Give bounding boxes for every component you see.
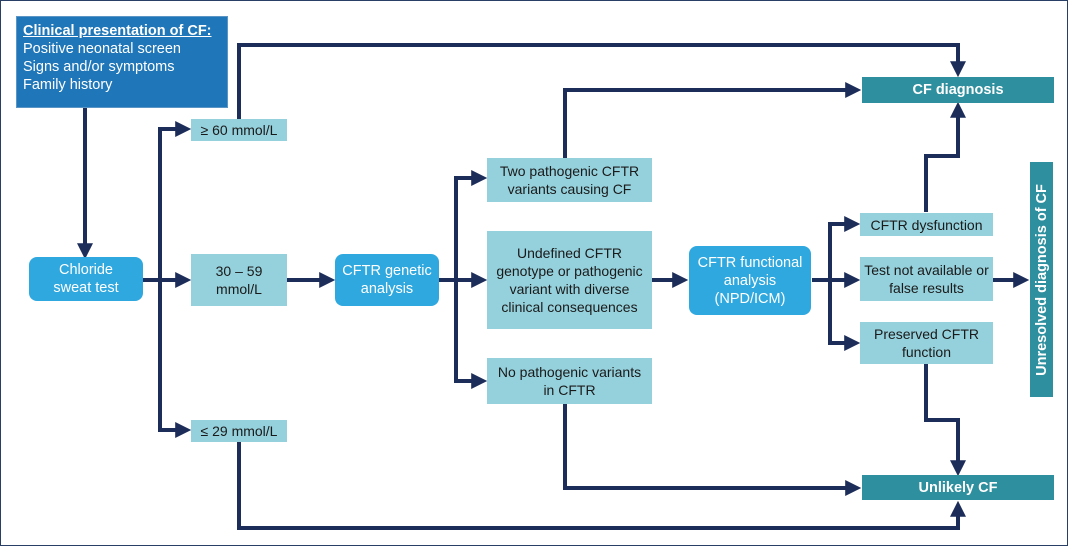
no-variants-label: No pathogenic variants in CFTR <box>497 364 642 398</box>
test-not-available-label: Test not available or false results <box>864 262 989 296</box>
result-low-label: ≤ 29 mmol/L <box>200 423 278 439</box>
arrow-functional-to-preserved <box>828 280 861 351</box>
unlikely-cf-box: Unlikely CF <box>862 475 1054 500</box>
arrow-dysfunction-to-cf-diagnosis <box>924 101 966 212</box>
cftr-dysfunction-label: CFTR dysfunction <box>870 216 983 233</box>
result-high-box: ≥ 60 mmol/L <box>191 119 287 141</box>
arrow-genetic-to-none <box>454 280 488 389</box>
undefined-genotype-box: Undefined CFTR genotype or pathogenic va… <box>487 231 652 329</box>
arrow-branch-high <box>158 121 192 280</box>
two-variants-label: Two pathogenic CFTR variants causing CF <box>499 163 640 197</box>
cf-diagnosis-box: CF diagnosis <box>862 77 1054 103</box>
chloride-sweat-test-box: Chloride sweat test <box>29 257 143 301</box>
arrow-low-to-unlikely <box>237 440 966 530</box>
cftr-functional-analysis-label: CFTR functional analysis (NPD/ICM) <box>697 254 803 307</box>
cftr-genetic-analysis-label: CFTR genetic analysis <box>342 263 432 297</box>
unlikely-cf-label: Unlikely CF <box>918 479 998 496</box>
chloride-sweat-test-label: Chloride sweat test <box>53 262 119 296</box>
preserved-function-box: Preserved CFTR function <box>860 322 993 364</box>
arrow-preserved-to-unlikely <box>924 364 966 477</box>
presentation-item: Positive neonatal screen <box>23 41 181 57</box>
unresolved-diagnosis-label: Unresolved diagnosis of CF <box>1033 183 1050 376</box>
clinical-presentation-box: Clinical presentation of CF: Positive ne… <box>16 16 228 108</box>
cftr-genetic-analysis-box: CFTR genetic analysis <box>335 254 439 306</box>
result-high-label: ≥ 60 mmol/L <box>200 122 278 138</box>
undefined-genotype-label: Undefined CFTR genotype or pathogenic va… <box>496 245 643 315</box>
two-variants-box: Two pathogenic CFTR variants causing CF <box>487 158 652 202</box>
arrow-high-to-cf-diagnosis <box>237 43 966 120</box>
presentation-item: Family history <box>23 77 113 93</box>
cf-diagnosis-label: CF diagnosis <box>912 82 1004 98</box>
arrow-functional-to-dysfunction <box>828 216 861 280</box>
preserved-function-label: Preserved CFTR function <box>873 326 980 360</box>
arrow-none-to-unlikely <box>563 404 862 496</box>
arrow-two-variants-to-cf-diagnosis <box>563 82 862 158</box>
no-variants-box: No pathogenic variants in CFTR <box>487 358 652 404</box>
result-low-box: ≤ 29 mmol/L <box>191 420 287 442</box>
result-intermediate-label: 30 – 59 mmol/L <box>215 263 263 297</box>
clinical-presentation-heading: Clinical presentation of CF: <box>23 23 212 39</box>
test-not-available-box: Test not available or false results <box>860 257 993 301</box>
result-intermediate-box: 30 – 59 mmol/L <box>191 254 287 306</box>
presentation-item: Signs and/or symptoms <box>23 59 175 75</box>
cftr-dysfunction-box: CFTR dysfunction <box>860 213 993 236</box>
cftr-functional-analysis-box: CFTR functional analysis (NPD/ICM) <box>689 246 811 315</box>
unresolved-diagnosis-box: Unresolved diagnosis of CF <box>1030 162 1053 397</box>
arrow-genetic-to-two-variants <box>454 170 488 280</box>
arrow-branch-low <box>158 280 192 438</box>
